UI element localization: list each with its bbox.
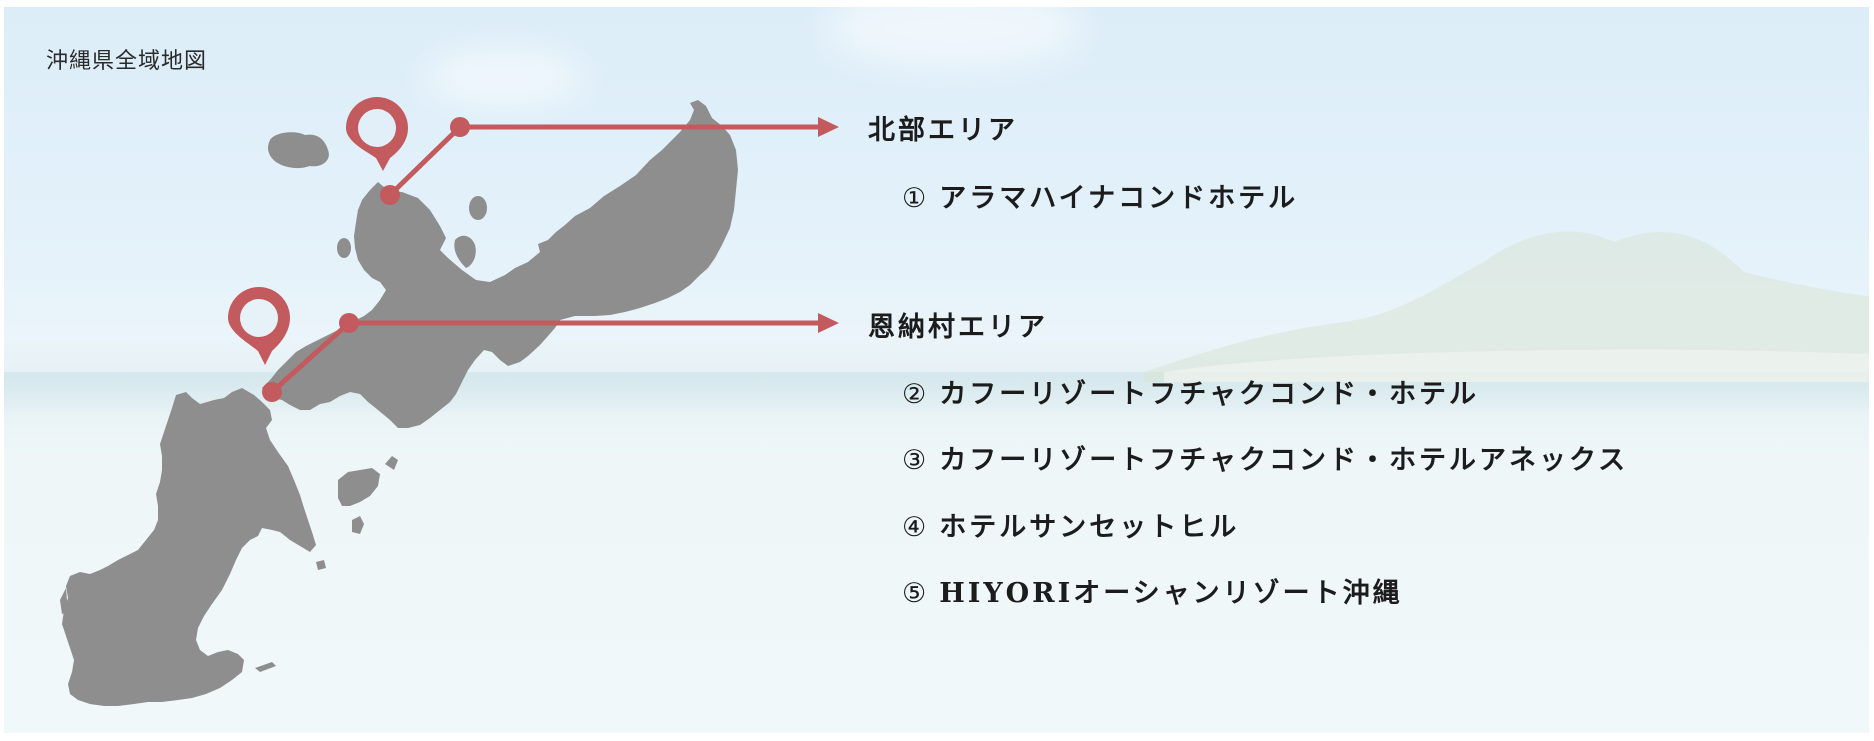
leader-line-north — [380, 117, 839, 205]
hotel-name: ホテルサンセットヒル — [939, 512, 1240, 543]
hotel-number: ② — [902, 379, 930, 410]
leader-line-onna — [262, 313, 839, 402]
hotel-number: ① — [902, 183, 930, 214]
area-label-onna: 恩納村エリア — [868, 312, 1048, 343]
hotel-number: ⑤ — [902, 578, 930, 609]
hotel-list-item[interactable]: ③ カフーリゾートフチャクコンド・ホテルアネックス — [902, 438, 1628, 477]
background-cloud — [424, 47, 584, 107]
hotel-list-item[interactable]: ④ ホテルサンセットヒル — [902, 505, 1239, 544]
hotel-name: カフーリゾートフチャクコンド・ホテル — [939, 379, 1479, 410]
okinawa-island-shapes — [60, 100, 738, 706]
hotel-name: HIYORIオーシャンリゾート沖縄 — [939, 578, 1403, 609]
hotel-list-item[interactable]: ⑤ HIYORIオーシャンリゾート沖縄 — [902, 571, 1403, 610]
hotel-list-item[interactable]: ② カフーリゾートフチャクコンド・ホテル — [902, 372, 1479, 411]
hotel-name: カフーリゾートフチャクコンド・ホテルアネックス — [939, 445, 1629, 476]
background-island-image — [1144, 231, 1869, 382]
hotel-number: ④ — [902, 512, 930, 543]
map-pin-icon-onna[interactable] — [228, 287, 290, 365]
hotel-name: アラマハイナコンドホテル — [939, 183, 1299, 214]
map-pin-icon-north[interactable] — [346, 97, 408, 171]
area-label-north: 北部エリア — [868, 115, 1018, 146]
map-panel: 沖縄県全域地図 — [4, 7, 1869, 733]
hotel-number: ③ — [902, 445, 930, 476]
hotel-list-item[interactable]: ① アラマハイナコンドホテル — [902, 176, 1298, 215]
map-title: 沖縄県全域地図 — [46, 49, 208, 74]
